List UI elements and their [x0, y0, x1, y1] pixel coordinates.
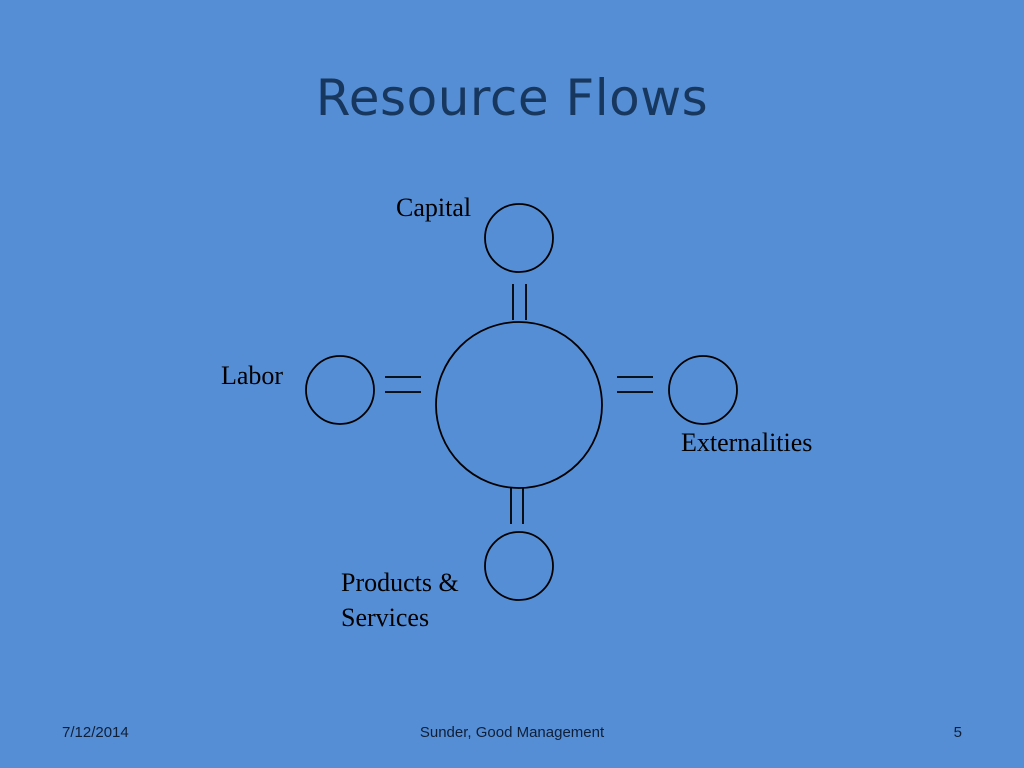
- externalities-label: Externalities: [681, 428, 813, 457]
- slide-title: Resource Flows: [315, 69, 709, 127]
- footer-date: 7/12/2014: [62, 724, 129, 741]
- capital-node: [484, 203, 554, 273]
- footer-center-text: Sunder, Good Management: [419, 724, 605, 741]
- products-services-label-line1: Products &: [341, 568, 459, 597]
- labor-node: [305, 355, 375, 425]
- products-services-connector: [510, 488, 524, 524]
- capital-label: Capital: [396, 193, 472, 222]
- externalities-node: [668, 355, 738, 425]
- products-services-node: [484, 531, 554, 601]
- labor-label: Labor: [221, 361, 284, 390]
- labor-connector: [385, 376, 421, 393]
- center-node: [435, 321, 603, 489]
- capital-connector: [512, 284, 527, 320]
- products-services-label-line2: Services: [341, 603, 430, 632]
- externalities-connector: [617, 376, 653, 393]
- page-number: 5: [953, 724, 962, 741]
